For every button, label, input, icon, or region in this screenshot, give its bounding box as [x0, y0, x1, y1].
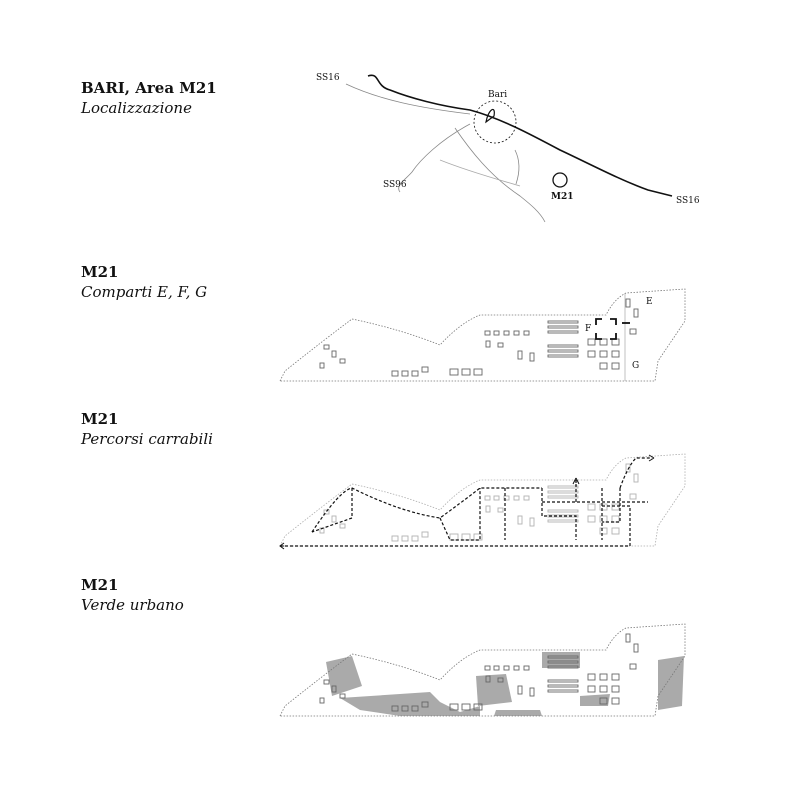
- label-comparto-f: F: [585, 324, 591, 334]
- section-subtitle: Comparti E, F, G: [81, 283, 208, 301]
- label-m21: M21: [551, 192, 574, 202]
- label-comparto-e: E: [646, 297, 653, 307]
- section-subtitle: Verde urbano: [81, 596, 184, 614]
- section-title: M21: [81, 576, 119, 594]
- section-title: BARI, Area M21: [81, 79, 217, 97]
- section-localizzazione: BARI, Area M21 Localizzazione: [81, 78, 217, 118]
- verde-map: [279, 623, 686, 717]
- location-map: SS16 SS16 SS96 Bari M21: [316, 73, 700, 223]
- section-subtitle: Localizzazione: [81, 99, 192, 117]
- section-comparti: M21 Comparti E, F, G: [81, 262, 207, 302]
- label-comparto-g: G: [632, 361, 639, 371]
- label-ss16-right: SS16: [676, 196, 700, 206]
- percorsi-map: [279, 453, 686, 550]
- section-verde: M21 Verde urbano: [81, 575, 184, 615]
- section-title: M21: [81, 263, 119, 281]
- section-title: M21: [81, 410, 119, 428]
- section-subtitle: Percorsi carrabili: [81, 430, 213, 448]
- label-ss16-top: SS16: [316, 73, 340, 83]
- comparti-map: E F G: [279, 288, 686, 382]
- label-bari: Bari: [488, 90, 507, 100]
- section-percorsi: M21 Percorsi carrabili: [81, 409, 213, 449]
- label-ss96: SS96: [383, 180, 407, 190]
